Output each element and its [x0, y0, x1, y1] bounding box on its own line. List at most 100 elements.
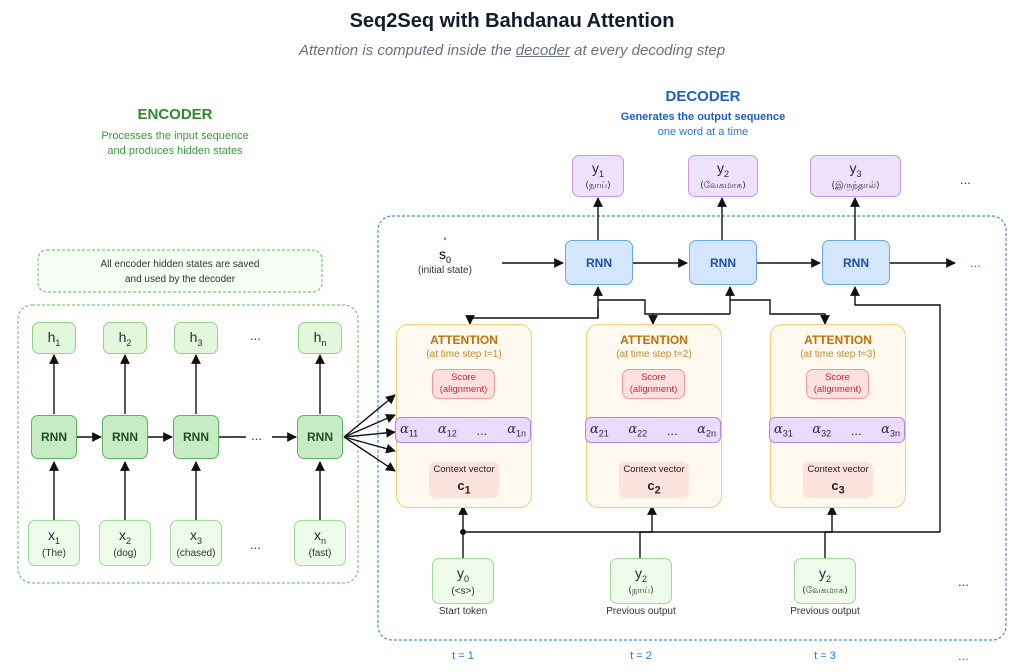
context-sub: 2 [654, 484, 661, 497]
encoder-rnn-ellipsis: ... [251, 428, 262, 443]
hidden-state-h1[interactable]: h1 [32, 322, 76, 354]
var-symbol: y [716, 159, 724, 176]
dec-arrow-y2b-attn3 [824, 505, 837, 558]
alpha-weight-32: α32 [812, 422, 831, 439]
alpha-ellipsis: ... [850, 422, 862, 438]
input-word: (dog) [113, 548, 137, 560]
encoder-rnn-1[interactable]: RNN [31, 415, 77, 459]
attention-step: (at time step t=1) [426, 349, 502, 360]
enc-fan-1 [343, 394, 396, 438]
decoder-container [377, 215, 1007, 641]
decoder-inputs-ellipsis: ... [958, 574, 969, 589]
encoder-rnn-n[interactable]: RNN [297, 415, 343, 459]
hidden-state-h2[interactable]: h2 [103, 322, 147, 354]
alpha-subscript: 22 [637, 428, 648, 439]
dec-arrow-rnn1-attn2 [598, 299, 658, 325]
var-subscript: n [320, 535, 326, 546]
encoder-desc-line2: and produces hidden states [107, 145, 243, 157]
output-token-y3[interactable]: y3(இருந்தால்) [810, 155, 901, 197]
decoder-input-y0[interactable]: y0(<s>) [432, 558, 494, 604]
decoder-heading: DECODER [665, 88, 741, 105]
alpha-weight-21: α21 [590, 422, 609, 439]
var-subscript: 2 [723, 168, 729, 179]
var-symbol: h [47, 328, 56, 345]
hidden-state-h3[interactable]: h3 [174, 322, 218, 354]
var-symbol: y [456, 564, 464, 581]
alpha-symbol: α [881, 421, 890, 437]
input-token-x2[interactable]: x2(dog) [99, 520, 151, 566]
encoder-rnn-3[interactable]: RNN [173, 415, 219, 459]
alpha-subscript: 12 [446, 428, 457, 439]
decoder-rnn-1[interactable]: RNN [565, 240, 633, 285]
input-word: (வேகமாக) [802, 586, 848, 597]
alpha-subscript: 2n [705, 428, 716, 439]
input-token-x1[interactable]: x1(The) [28, 520, 80, 566]
diagram-title: Seq2Seq with Bahdanau Attention [349, 10, 675, 32]
subtitle-text-before: Attention is computed inside the [298, 42, 516, 59]
var-subscript: 1 [55, 337, 61, 348]
score-alignment-box[interactable]: Score (alignment) [622, 369, 685, 399]
decoder-input-prev-2[interactable]: y2 (வேகமாக) [794, 558, 856, 604]
caption-previous-output-2: Previous output [790, 606, 860, 617]
output-token-y1[interactable]: y1(நாய்) [572, 155, 624, 197]
attention-block-t3[interactable]: ATTENTION (at time step t=3) Score (alig… [769, 324, 906, 508]
decoder-rnn-3[interactable]: RNN [822, 240, 890, 285]
var-subscript: 2 [825, 573, 831, 584]
alpha-symbol: α [774, 421, 783, 437]
encoder-note-line2: and used by the decoder [124, 274, 236, 285]
score-alignment-box[interactable]: Score (alignment) [806, 369, 869, 399]
attention-step: (at time step t=3) [800, 349, 876, 360]
hidden-state-hn[interactable]: hn [298, 322, 342, 354]
timestep-ellipsis: ... [958, 648, 969, 663]
dec-arrow-rnn1-attn1 [465, 308, 599, 325]
var-subscript: 3 [197, 337, 203, 348]
var-subscript: 0 [463, 573, 469, 584]
decoder-desc-line1: Generates the output sequence [620, 111, 786, 123]
score-line2: (alignment) [439, 384, 488, 395]
context-vector-box[interactable]: Context vector c1 [429, 462, 499, 498]
score-line1: Score [825, 372, 850, 383]
alpha-weight-3n: α3n [881, 422, 900, 439]
var-symbol: y [818, 564, 826, 581]
enc-fan-3 [343, 427, 396, 438]
alpha-symbol: α [437, 421, 447, 437]
attention-block-t1[interactable]: ATTENTION (at time step t=1) Score (alig… [395, 324, 532, 508]
alpha-ellipsis: ... [476, 422, 488, 438]
output-word: (இருந்தால்) [831, 181, 880, 192]
decoder-desc-line2: one word at a time [657, 126, 749, 138]
var-symbol: y [849, 159, 857, 176]
score-alignment-box[interactable]: Score (alignment) [432, 369, 495, 399]
input-token-xn[interactable]: xn(fast) [294, 520, 346, 566]
output-word: (நாய்) [585, 181, 611, 192]
decoder-rnn-2[interactable]: RNN [689, 240, 757, 285]
input-token-x3[interactable]: x3(chased) [170, 520, 222, 566]
score-line2: (alignment) [813, 384, 862, 395]
encoder-desc-line1: Processes the input sequence [101, 130, 249, 142]
timestep-1: t = 1 [452, 650, 474, 662]
output-token-y2[interactable]: y2(வேகமாக) [688, 155, 758, 197]
attention-title: ATTENTION [804, 333, 872, 347]
context-label: Context vector [433, 463, 495, 475]
var-symbol: h [313, 328, 322, 345]
hidden-states-ellipsis: ... [250, 328, 261, 343]
var-symbol: h [118, 328, 127, 345]
alpha-symbol: α [628, 421, 638, 437]
context-vector-box[interactable]: Context vector c2 [619, 462, 689, 498]
dec-arrow-feedback-rnn3 [850, 286, 941, 532]
enc-fan-4 [343, 436, 396, 454]
bus-junction [460, 529, 466, 535]
decoder-input-prev-1[interactable]: y2(நாய்) [610, 558, 672, 604]
alpha-weight-12: α12 [438, 422, 457, 439]
attention-title: ATTENTION [430, 333, 498, 347]
encoder-rnn-2[interactable]: RNN [102, 415, 148, 459]
attention-block-t2[interactable]: ATTENTION (at time step t=2) Score (alig… [585, 324, 722, 508]
input-word: (நாய்) [628, 586, 654, 597]
attention-step: (at time step t=2) [616, 349, 692, 360]
var-symbol: x [47, 526, 55, 543]
initial-state-prime: ' [443, 235, 447, 249]
context-label: Context vector [807, 463, 869, 475]
context-vector-box[interactable]: Context vector c3 [803, 462, 873, 498]
